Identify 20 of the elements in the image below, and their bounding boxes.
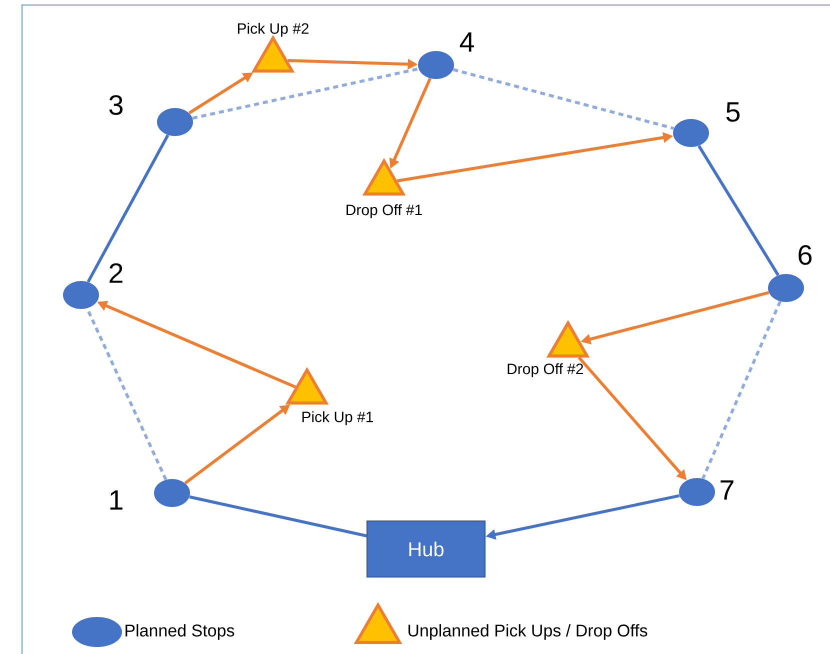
- stop-number: 5: [726, 102, 740, 122]
- stop-label: Drop Off #1: [346, 204, 422, 218]
- stop-number: 4: [460, 32, 474, 52]
- stop-number: 6: [798, 245, 812, 265]
- connector: [452, 68, 674, 130]
- stop-label: Drop Off #2: [508, 363, 584, 378]
- connector: [192, 67, 419, 120]
- stop-number: 1: [110, 490, 122, 510]
- stop-label: Pick Up #1: [302, 411, 373, 426]
- hub-box: Hub: [366, 520, 486, 578]
- connector: [189, 495, 367, 538]
- stop-number: 7: [720, 480, 734, 500]
- stop-label: Pick Up #2: [238, 22, 308, 37]
- connector: [702, 300, 782, 480]
- stop-number: 2: [110, 263, 122, 283]
- stop-number: 3: [109, 95, 123, 115]
- legend-label: Unplanned Pick Ups / Drop Offs: [408, 624, 648, 640]
- legend-label: Planned Stops: [126, 624, 234, 640]
- connector: [86, 134, 170, 283]
- connector: [698, 145, 780, 276]
